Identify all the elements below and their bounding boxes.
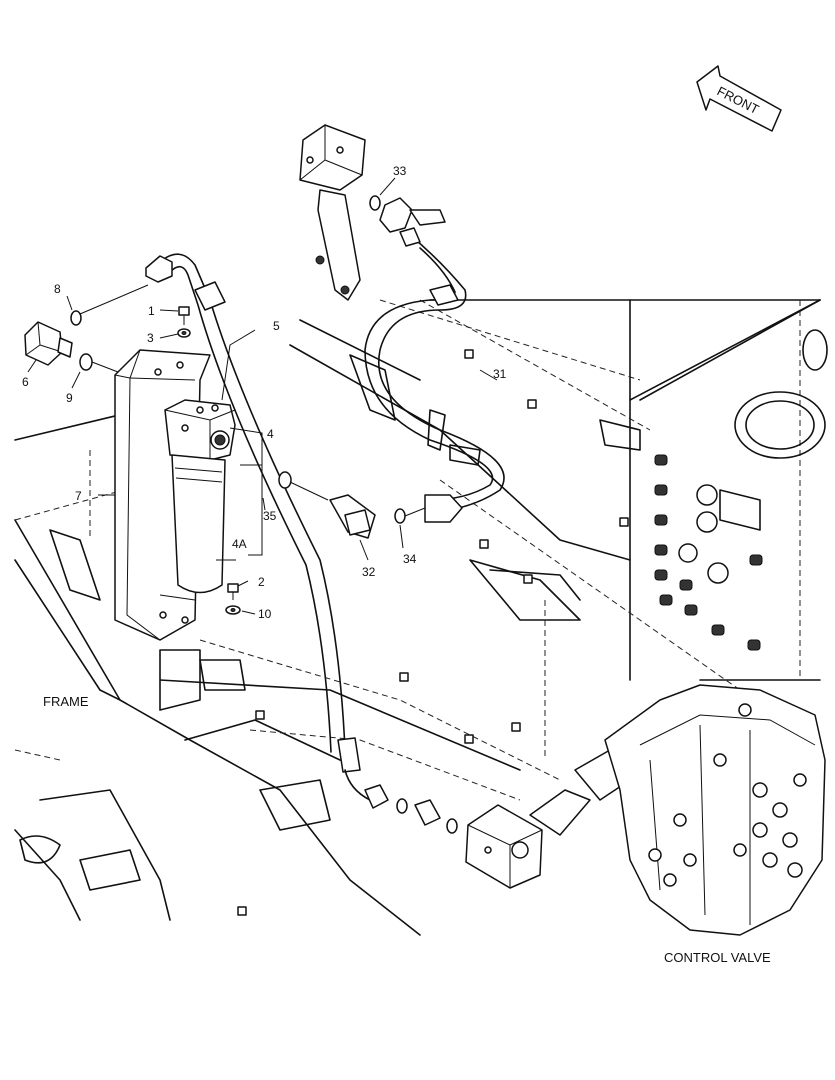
- callout-5: 5: [273, 319, 280, 333]
- valve-connector: [396, 749, 631, 889]
- hose-5: [145, 253, 389, 809]
- o-ring-34-icon: [394, 508, 406, 524]
- front-arrow-icon: FRONT: [696, 65, 782, 132]
- o-ring-9-icon: [79, 353, 93, 371]
- frame-structure: [14, 299, 828, 936]
- hose-31: [364, 227, 505, 523]
- callout-4A: 4A: [232, 537, 247, 551]
- port-plugs: [654, 454, 763, 651]
- callout-33: 33: [393, 164, 407, 178]
- callouts: 1 2 3 4 4A 5 6 7 8 9 10 31 32 33 34 35: [22, 164, 507, 621]
- callout-10: 10: [258, 607, 272, 621]
- fitting-33-icon: [379, 197, 446, 233]
- upper-bracket: [299, 124, 366, 301]
- callout-4: 4: [267, 427, 274, 441]
- frame-label: FRAME: [43, 694, 89, 709]
- callout-35: 35: [263, 509, 277, 523]
- callout-32: 32: [362, 565, 376, 579]
- callout-7: 7: [75, 489, 82, 503]
- washer-3-icon: [177, 328, 191, 338]
- adapter-6-icon: [24, 321, 73, 366]
- small-bolt-marks: [237, 349, 629, 916]
- leader-lines: [27, 177, 498, 615]
- washer-10-icon: [225, 605, 241, 615]
- callout-2: 2: [258, 575, 265, 589]
- bolt-1-icon: [178, 306, 190, 325]
- callout-31: 31: [493, 367, 507, 381]
- control-valve-label: CONTROL VALVE: [664, 950, 771, 965]
- callout-34: 34: [403, 552, 417, 566]
- bolt-2-icon: [227, 583, 239, 600]
- callout-8: 8: [54, 282, 61, 296]
- o-ring-35-icon: [278, 471, 292, 489]
- callout-3: 3: [147, 331, 154, 345]
- callout-9: 9: [66, 391, 73, 405]
- return-filter: [164, 399, 236, 594]
- o-ring-33-icon: [369, 195, 381, 211]
- callout-6: 6: [22, 375, 29, 389]
- control-valve: [604, 684, 826, 936]
- callout-1: 1: [148, 304, 155, 318]
- o-ring-8-icon: [70, 310, 82, 326]
- elbow-32-icon: [329, 494, 376, 539]
- valve-ports: [648, 703, 807, 887]
